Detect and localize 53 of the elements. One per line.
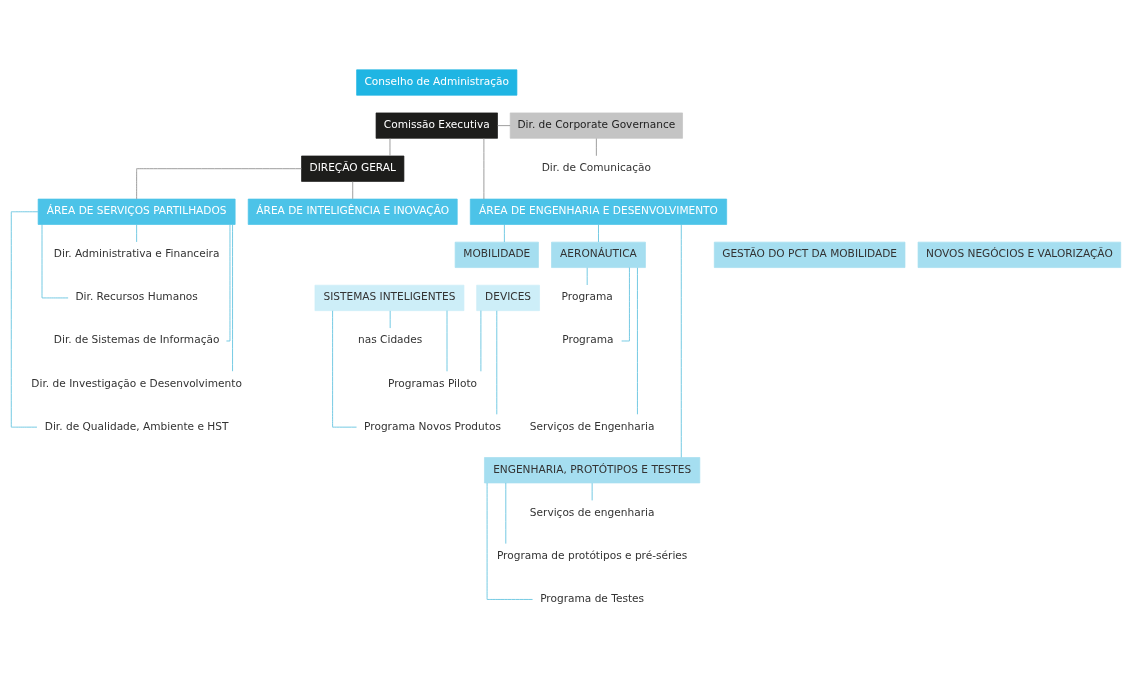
connector: [10, 210, 39, 428]
node-box: ÁREA DE ENGENHARIA E DESENVOLVIMENTO: [469, 198, 727, 225]
connector: [226, 223, 231, 341]
connector: [486, 482, 533, 600]
node-text: Serviços de Engenharia: [529, 419, 655, 432]
node-text: Programas Piloto: [387, 376, 478, 389]
node-text: Programa de Testes: [540, 591, 645, 604]
node-box: Conselho de Administração: [356, 68, 518, 96]
connector: [136, 223, 138, 242]
node-text: Programa: [561, 289, 613, 302]
node-text: Programa: [562, 332, 614, 345]
node-text: Dir. de Investigação e Desenvolvimento: [31, 376, 242, 389]
node-text: Programa de protótipos e pré-séries: [496, 548, 688, 561]
node-text: Dir. Administrativa e Financeira: [53, 246, 220, 259]
node-text: Programa Novos Produtos: [364, 419, 501, 432]
connector: [480, 309, 482, 372]
node-text: Dir. Recursos Humanos: [75, 289, 198, 302]
node-text: Dir. de Qualidade, Ambiente e HST: [44, 419, 229, 432]
connector: [497, 124, 511, 126]
connector: [232, 223, 233, 372]
node-box: ÁREA DE SERVIÇOS PARTILHADOS: [37, 198, 236, 225]
connector: [332, 309, 357, 428]
connector: [621, 266, 630, 341]
node-text: Dir. de Comunicação: [541, 160, 652, 173]
connector: [595, 137, 597, 156]
node-box: ÁREA DE INTELIGÊNCIA E INOVAÇÃO: [247, 198, 458, 225]
node-box: NOVOS NEGÓCIOS E VALORIZAÇÃO: [917, 241, 1122, 268]
node-box: Comissão Executiva: [375, 112, 498, 139]
connector: [389, 137, 391, 156]
node-box: DEVICES: [476, 284, 540, 311]
node-box: DIREÇÃO GERAL: [301, 155, 405, 182]
connector: [505, 482, 507, 544]
connector: [483, 137, 485, 199]
node-box: ENGENHARIA, PROTÓTIPOS E TESTES: [484, 456, 701, 483]
connector: [136, 167, 302, 199]
node-box: Dir. de Corporate Governance: [509, 112, 683, 139]
node-text: Dir. de Sistemas de Informação: [53, 332, 220, 345]
connector: [637, 266, 638, 415]
connector: [389, 309, 391, 328]
node-box: AERONÁUTICA: [551, 241, 646, 268]
connector: [496, 309, 498, 415]
node-text: nas Cidades: [358, 332, 423, 345]
connector: [598, 223, 599, 242]
connector: [680, 223, 682, 458]
connector: [503, 223, 505, 242]
connector: [591, 482, 593, 501]
connector: [352, 180, 354, 199]
connector: [586, 266, 588, 285]
node-box: GESTÃO DO PCT DA MOBILIDADE: [713, 241, 906, 268]
node-box: SISTEMAS INTELIGENTES: [314, 284, 465, 311]
node-text: Serviços de engenharia: [529, 505, 655, 518]
connector: [41, 223, 69, 298]
node-box: MOBILIDADE: [454, 241, 539, 268]
